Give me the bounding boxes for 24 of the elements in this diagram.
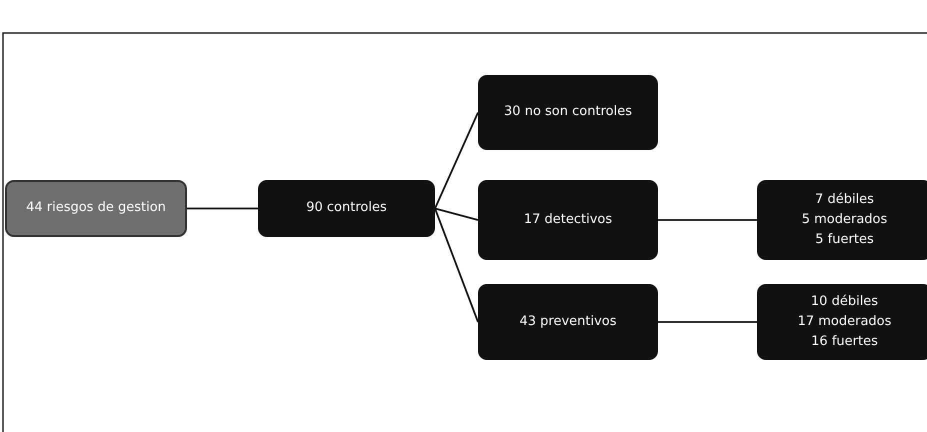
node-text: 44 riesgos de gestion: [26, 199, 166, 218]
node-text: 17 detectivos: [524, 210, 612, 229]
node-text: 10 débiles: [810, 292, 878, 311]
category-box: [478, 284, 658, 360]
category-box: [478, 75, 658, 150]
node-text: 7 débiles: [815, 190, 874, 209]
connector-line: [658, 321, 757, 323]
connector-line: [658, 219, 757, 221]
connector-line: [434, 208, 478, 221]
category-box: [757, 180, 927, 260]
connector-line: [187, 208, 258, 210]
source-box: [5, 180, 187, 237]
category-box: [478, 180, 658, 260]
node-text: 5 fuertes: [815, 231, 874, 250]
category-box: [258, 180, 435, 237]
node-text: 43 preventivos: [519, 312, 617, 331]
node-text: 5 moderados: [802, 210, 888, 229]
category-box: [757, 284, 927, 360]
node-text: 30 no son controles: [504, 103, 632, 122]
node-text: 17 moderados: [798, 312, 892, 331]
node-text: 16 fuertes: [811, 333, 878, 352]
connector-line: [434, 208, 479, 322]
node-text: 90 controles: [306, 199, 387, 218]
connector-line: [434, 112, 479, 209]
